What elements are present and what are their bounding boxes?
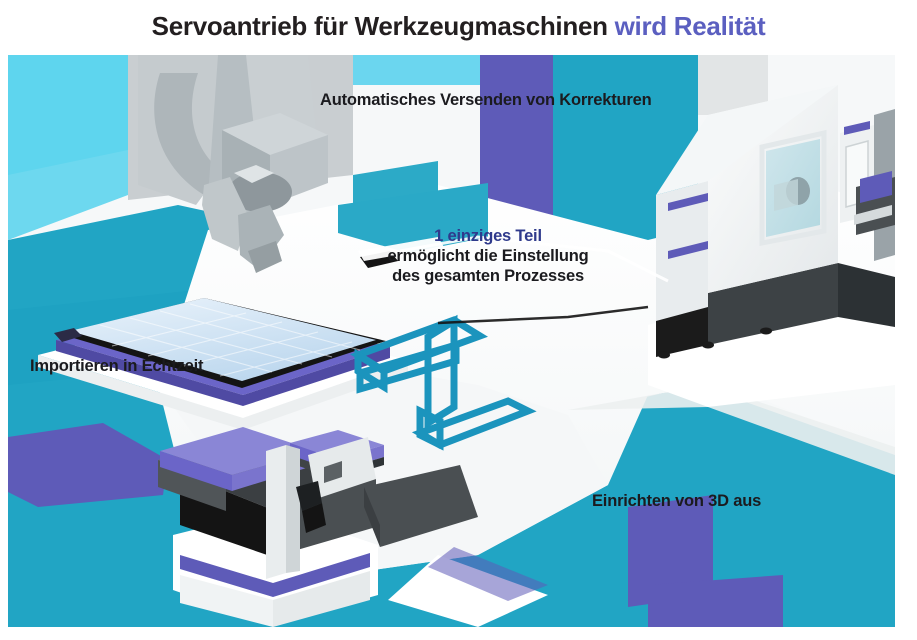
table-grid-lines	[99, 303, 361, 377]
cmm-probe-ellipse	[228, 172, 292, 212]
scanner-shoulder-left	[158, 460, 226, 511]
scanner-housing-window	[324, 461, 342, 483]
bg-cyan-strip	[353, 55, 498, 85]
title-accent: wird Realität	[614, 11, 766, 41]
scanner-column	[266, 445, 286, 579]
callout-import-realtime: Importieren in Echtzeit	[30, 357, 204, 375]
table-glass-top	[70, 298, 376, 381]
callout-single-part-line2: ermöglicht die Einstellung	[387, 247, 589, 266]
cnc-secondary-screen	[860, 171, 892, 203]
floor-shadow-right	[568, 385, 895, 475]
bg-gray-right-strip	[698, 55, 768, 115]
illustration-svg	[8, 55, 895, 627]
cnc-panel-accent	[844, 121, 870, 135]
cnc-base-front	[708, 263, 838, 345]
connector-line-top	[399, 235, 669, 283]
scanner-cap-left-top	[160, 427, 316, 475]
cnc-cabinet-top	[656, 85, 838, 195]
bg-purple-block-right-bottom	[648, 575, 783, 627]
callout-single-part: 1 einziges Teil ermöglicht die Einstellu…	[368, 226, 608, 286]
page-title: Servoantrieb für Werkzeugmaschinen wird …	[0, 0, 917, 52]
title-main: Servoantrieb für Werkzeugmaschinen	[151, 11, 608, 41]
callout-automatic-corrections: Automatisches Versenden von Korrekturen	[320, 91, 652, 109]
isometric-logo	[350, 314, 537, 451]
cmm-probe-arm	[202, 177, 248, 251]
table-corner-left	[54, 328, 82, 342]
cnc-handle-lower	[668, 241, 708, 259]
scanner-wing-right	[364, 465, 478, 547]
connector-line-center	[437, 305, 649, 325]
callout-single-part-line3: des gesamten Prozesses	[392, 267, 584, 286]
callout-setup-from-3d: Einrichten von 3D aus	[592, 492, 762, 510]
scanner-probe	[296, 481, 322, 511]
table-highlight-strip	[358, 237, 444, 261]
title-space	[608, 11, 615, 41]
callout-single-part-line1: 1 einziges Teil	[434, 227, 542, 245]
cmm-head-top	[222, 113, 328, 155]
illustration-stage	[8, 55, 895, 627]
title-text: Servoantrieb für Werkzeugmaschinen wird …	[152, 13, 766, 39]
bg-purple-block-right-top	[628, 495, 713, 607]
scanner-pedestal-purple	[180, 553, 370, 597]
cnc-handle-upper	[668, 193, 708, 211]
bg-purple-wedge-left	[8, 423, 168, 507]
